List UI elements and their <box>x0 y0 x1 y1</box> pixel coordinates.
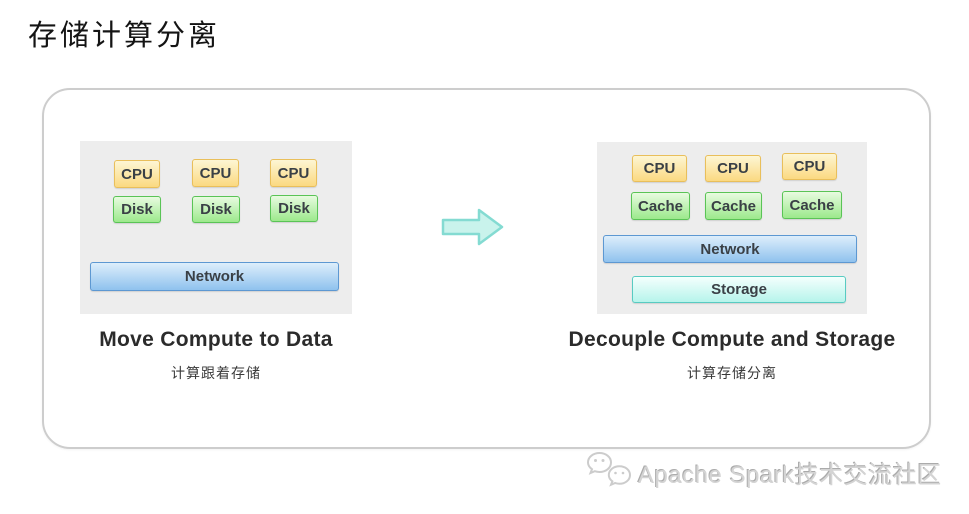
panel-decouple-compute-storage: CPU CPU CPU Cache Cache Cache Network St… <box>597 142 867 314</box>
cpu-node: CPU <box>270 159 317 187</box>
cpu-node: CPU <box>114 160 160 188</box>
right-panel-subcaption: 计算存储分离 <box>687 365 777 381</box>
cpu-node: CPU <box>705 155 761 182</box>
cpu-node: CPU <box>192 159 239 187</box>
watermark: Apache Spark技术交流社区 <box>586 450 942 495</box>
watermark-text: Apache Spark技术交流社区 <box>638 462 942 489</box>
left-panel-subcaption: 计算跟着存储 <box>171 365 261 381</box>
cache-node: Cache <box>782 191 842 219</box>
cpu-node: CPU <box>782 153 837 180</box>
cache-node: Cache <box>631 192 690 220</box>
disk-node: Disk <box>113 196 161 223</box>
left-panel-caption: Move Compute to Data <box>99 328 333 351</box>
right-arrow-icon <box>440 206 506 248</box>
diagram-frame: CPU CPU CPU Disk Disk Disk Network CPU C… <box>42 88 931 449</box>
panel-move-compute-to-data: CPU CPU CPU Disk Disk Disk Network <box>80 141 352 314</box>
page-title: 存储计算分离 <box>28 20 221 52</box>
right-panel-caption: Decouple Compute and Storage <box>568 328 896 351</box>
network-bar: Network <box>603 235 857 263</box>
network-bar: Network <box>90 262 339 291</box>
storage-bar: Storage <box>632 276 846 303</box>
disk-node: Disk <box>192 196 240 223</box>
cache-node: Cache <box>705 192 762 220</box>
wechat-icon <box>586 450 632 495</box>
cpu-node: CPU <box>632 155 687 182</box>
disk-node: Disk <box>270 195 318 222</box>
